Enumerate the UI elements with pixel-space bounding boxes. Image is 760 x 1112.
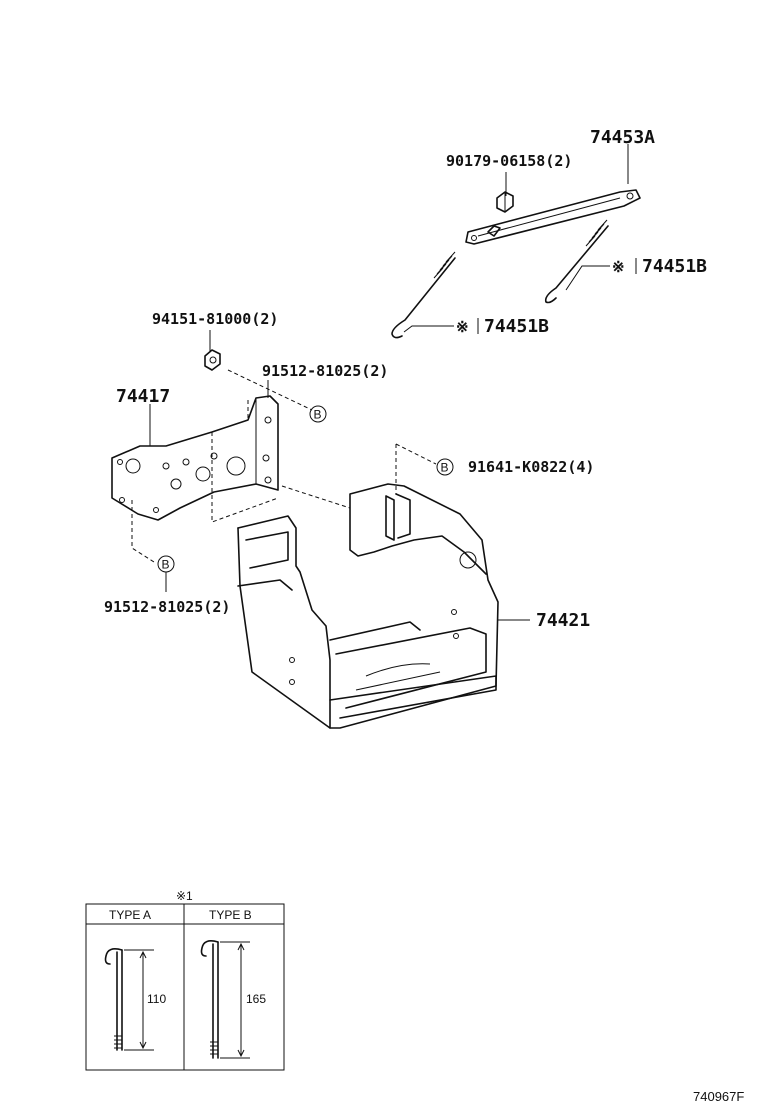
type-a-label: TYPE A xyxy=(109,908,151,922)
bolt-marker-bottom: B xyxy=(157,555,175,573)
callout-hook-right: 74451B xyxy=(642,256,707,277)
type-b-label: TYPE B xyxy=(209,908,252,922)
callout-hook-left: 74451B xyxy=(484,316,549,337)
figure-code: 740967F xyxy=(693,1089,744,1104)
callout-rod: 74453A xyxy=(590,127,655,148)
reference-mark-left: ※ xyxy=(456,318,469,336)
battery-tray xyxy=(237,483,499,729)
callout-tray-bolt: 91641-K0822(4) xyxy=(468,458,594,476)
hook-bolt-right xyxy=(544,219,609,304)
svg-text:B: B xyxy=(162,558,170,572)
callout-rod-nut: 90179-06158(2) xyxy=(446,152,572,170)
bracket xyxy=(111,395,279,521)
type-table: ※1 TYPE A TYPE B 110 165 xyxy=(85,889,285,1071)
type-a-length: 110 xyxy=(147,992,166,1006)
assembly-lines xyxy=(131,369,437,563)
bolt-marker-right: B xyxy=(436,458,454,476)
leader-lines xyxy=(149,144,637,621)
callout-tray: 74421 xyxy=(536,610,590,631)
bolt-marker-top: B xyxy=(309,405,327,423)
reference-mark-right: ※ xyxy=(612,258,625,276)
svg-text:B: B xyxy=(314,408,322,422)
callout-bracket-bolt-bottom: 91512-81025(2) xyxy=(104,598,230,616)
bracket-nut xyxy=(204,349,221,371)
type-table-header: ※1 xyxy=(176,889,193,903)
type-b-length: 165 xyxy=(246,992,266,1006)
callout-bracket: 74417 xyxy=(116,386,170,407)
callout-bracket-bolt-top: 91512-81025(2) xyxy=(262,362,388,380)
callout-bracket-nut: 94151-81000(2) xyxy=(152,310,278,328)
rod-nut xyxy=(496,191,514,213)
hold-down-rod xyxy=(465,189,641,245)
hook-bolt-left xyxy=(391,251,456,339)
svg-text:B: B xyxy=(441,461,449,475)
